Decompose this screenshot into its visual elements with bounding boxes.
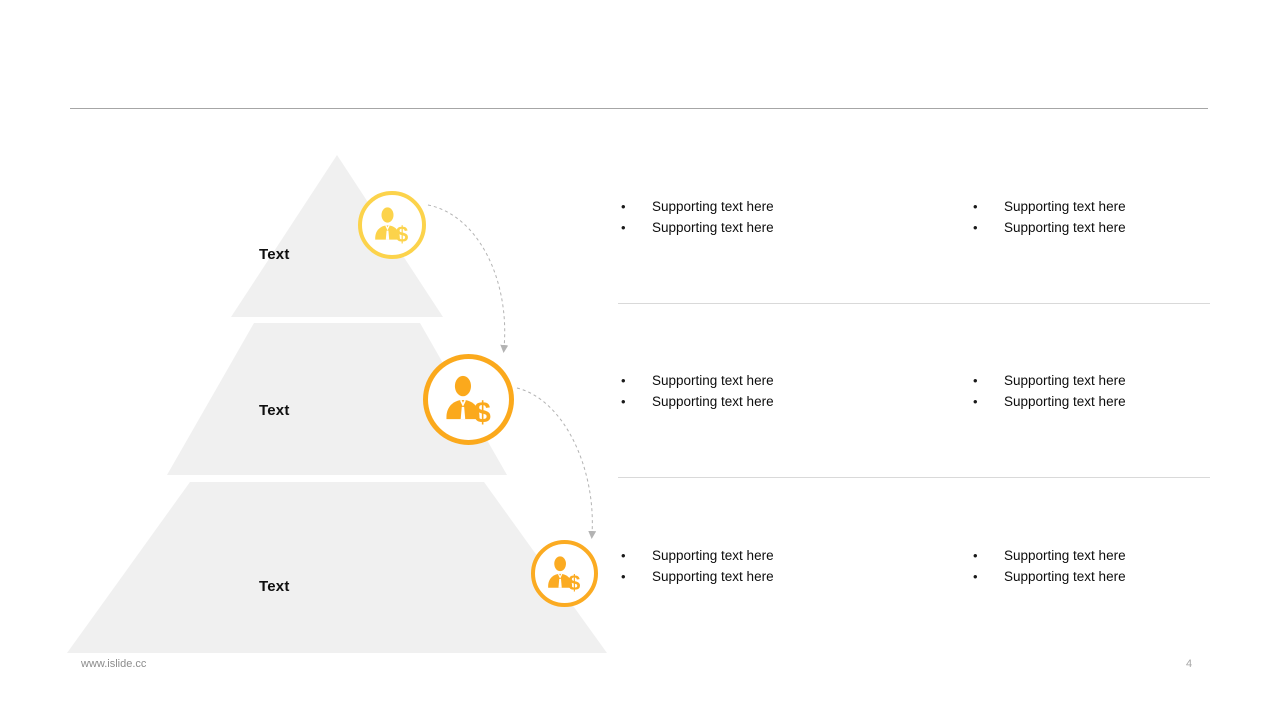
pyramid-tier-1-label: Text: [259, 246, 290, 263]
section-divider-2: [618, 477, 1210, 478]
list-item-label: Supporting text here: [1004, 394, 1126, 409]
footer-website[interactable]: www.islide.cc: [81, 658, 147, 670]
list-item[interactable]: • Supporting text here: [970, 391, 1210, 412]
section-divider-1: [618, 303, 1210, 304]
list-item[interactable]: • Supporting text here: [970, 566, 1210, 587]
list-item-label: Supporting text here: [1004, 569, 1126, 584]
bullet-icon: •: [621, 394, 626, 409]
section-3-right-column: • Supporting text here • Supporting text…: [914, 545, 1210, 587]
pyramid-tier-3-shape: [67, 482, 607, 653]
list-item[interactable]: • Supporting text here: [618, 196, 914, 217]
list-item[interactable]: • Supporting text here: [970, 196, 1210, 217]
businessman-dollar-icon: $: [442, 374, 496, 425]
list-item[interactable]: • Supporting text here: [618, 545, 914, 566]
list-item-label: Supporting text here: [652, 569, 774, 584]
list-item[interactable]: • Supporting text here: [970, 217, 1210, 238]
bullet-icon: •: [973, 220, 978, 235]
slide-page-number: 4: [1186, 658, 1193, 670]
pyramid-tier-3-badge[interactable]: $: [531, 540, 598, 607]
list-item-label: Supporting text here: [652, 199, 774, 214]
list-item[interactable]: • Supporting text here: [618, 566, 914, 587]
pyramid-tier-1-badge[interactable]: $: [358, 191, 426, 259]
bullet-icon: •: [973, 199, 978, 214]
list-item-label: Supporting text here: [652, 548, 774, 563]
businessman-dollar-icon: $: [545, 555, 584, 592]
list-item-label: Supporting text here: [652, 220, 774, 235]
header-divider: [70, 108, 1208, 109]
bullet-icon: •: [973, 373, 978, 388]
bullet-icon: •: [621, 548, 626, 563]
list-item[interactable]: • Supporting text here: [618, 217, 914, 238]
section-1-left-column: • Supporting text here • Supporting text…: [618, 196, 914, 238]
list-item-label: Supporting text here: [652, 373, 774, 388]
list-item[interactable]: • Supporting text here: [618, 391, 914, 412]
list-item-label: Supporting text here: [1004, 199, 1126, 214]
pyramid-tier-2-shape: [167, 323, 507, 475]
bullet-icon: •: [621, 199, 626, 214]
section-2-left-column: • Supporting text here • Supporting text…: [618, 370, 914, 412]
bullet-icon: •: [621, 373, 626, 388]
bullet-icon: •: [621, 569, 626, 584]
list-item-label: Supporting text here: [1004, 373, 1126, 388]
bullet-icon: •: [973, 394, 978, 409]
content-section-1: • Supporting text here • Supporting text…: [618, 196, 1210, 238]
bullet-icon: •: [621, 220, 626, 235]
section-1-right-column: • Supporting text here • Supporting text…: [914, 196, 1210, 238]
content-section-3: • Supporting text here • Supporting text…: [618, 545, 1210, 587]
bullet-icon: •: [973, 548, 978, 563]
svg-text:$: $: [396, 222, 408, 244]
bullet-icon: •: [973, 569, 978, 584]
section-2-right-column: • Supporting text here • Supporting text…: [914, 370, 1210, 412]
content-section-2: • Supporting text here • Supporting text…: [618, 370, 1210, 412]
pyramid-tier-2-label: Text: [259, 402, 290, 419]
section-3-left-column: • Supporting text here • Supporting text…: [618, 545, 914, 587]
svg-text:$: $: [474, 396, 490, 425]
list-item-label: Supporting text here: [1004, 220, 1126, 235]
pyramid-tier-1-shape: [231, 155, 443, 317]
list-item-label: Supporting text here: [652, 394, 774, 409]
svg-text:$: $: [568, 571, 580, 592]
pyramid-tier-2-badge[interactable]: $: [423, 354, 514, 445]
businessman-dollar-icon: $: [372, 206, 412, 244]
pyramid-diagram: [60, 145, 620, 660]
list-item-label: Supporting text here: [1004, 548, 1126, 563]
pyramid-tier-3-label: Text: [259, 578, 290, 595]
list-item[interactable]: • Supporting text here: [970, 370, 1210, 391]
list-item[interactable]: • Supporting text here: [970, 545, 1210, 566]
list-item[interactable]: • Supporting text here: [618, 370, 914, 391]
